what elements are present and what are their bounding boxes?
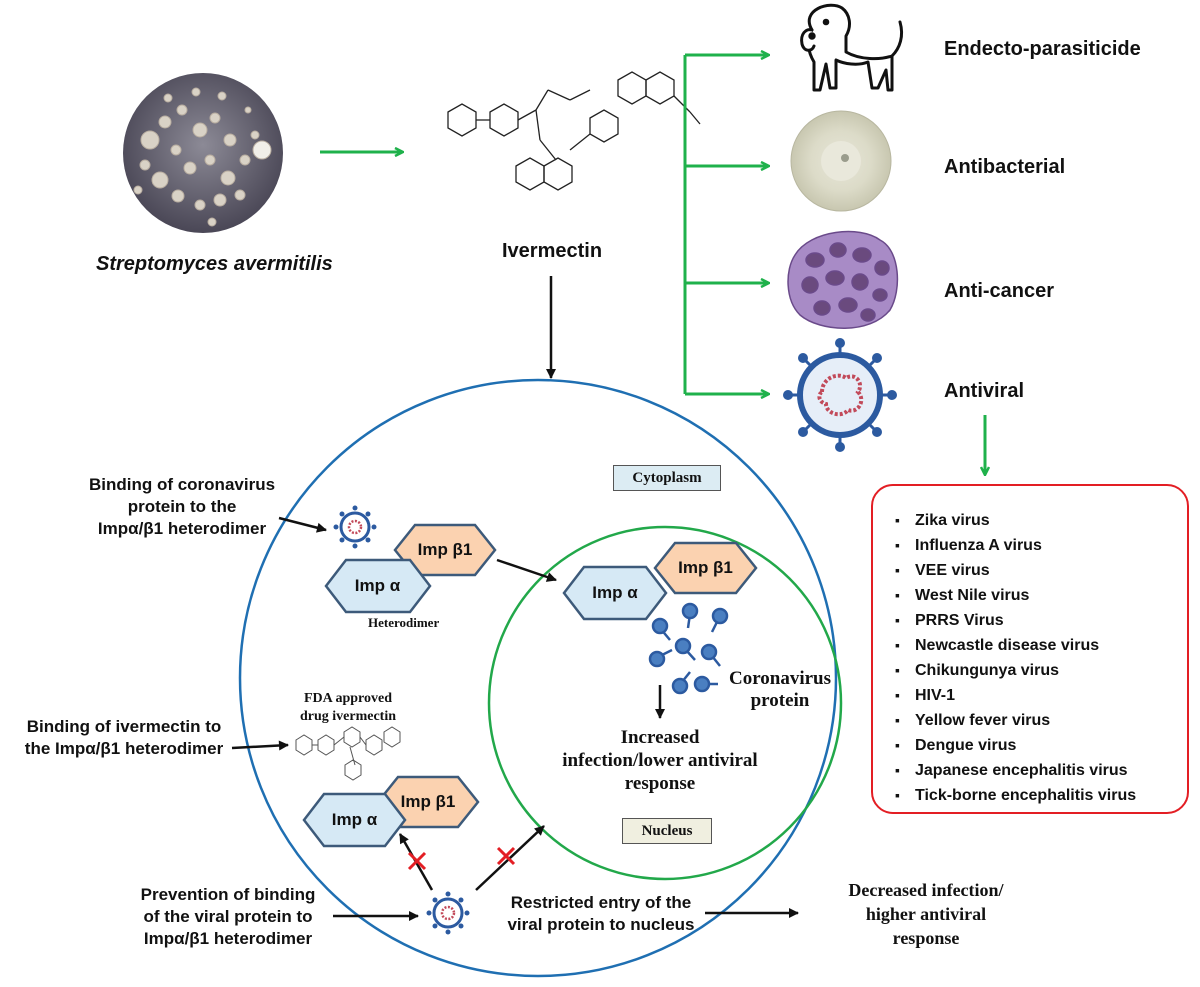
virus-list: Zika virus Influenza A virus VEE virus W… bbox=[895, 508, 1177, 808]
imp-alpha-hexagon-bottom bbox=[302, 792, 407, 848]
cancer-cells-icon bbox=[787, 230, 899, 329]
binding-corona-line2: protein to the bbox=[127, 497, 237, 516]
decreased-annotation: Decreased infection/ higher antiviral re… bbox=[812, 878, 1040, 950]
use-label-endecto: Endecto-parasiticide bbox=[944, 38, 1141, 60]
coronavirus-protein-line2: protein bbox=[750, 690, 810, 711]
coronavirus-protein-label: Coronavirus protein bbox=[718, 668, 842, 712]
list-item: HIV-1 bbox=[895, 683, 1177, 708]
imp-beta-label-bottom: Imp β1 bbox=[400, 792, 456, 811]
binding-iver-line1: Binding of ivermectin to bbox=[26, 717, 222, 736]
list-item: Tick-borne encephalitis virus bbox=[895, 783, 1177, 808]
prevention-annotation: Prevention of binding of the viral prote… bbox=[118, 884, 338, 950]
virus-list-box: Zika virus Influenza A virus VEE virus W… bbox=[871, 484, 1189, 814]
increased-infection-label: Increased infection/lower antiviral resp… bbox=[540, 726, 780, 795]
list-item: Chikungunya virus bbox=[895, 658, 1177, 683]
organism-label: Streptomyces avermitilis bbox=[96, 253, 333, 275]
list-item: Japanese encephalitis virus bbox=[895, 758, 1177, 783]
list-item: West Nile virus bbox=[895, 583, 1177, 608]
imp-alpha-hexagon bbox=[324, 558, 432, 614]
list-item: Zika virus bbox=[895, 508, 1177, 533]
uses-branch-connector bbox=[683, 55, 768, 394]
decreased-line1: Decreased infection/ bbox=[848, 880, 1004, 900]
list-item: Influenza A virus bbox=[895, 533, 1177, 558]
cell-membrane bbox=[238, 378, 838, 978]
arrow-heterodimer-to-nucleus bbox=[496, 558, 557, 582]
restricted-annotation: Restricted entry of the viral protein to… bbox=[496, 892, 706, 936]
imp-alpha-hexagon-nucleus bbox=[562, 565, 668, 621]
nucleus-label: Nucleus bbox=[622, 818, 712, 844]
coronavirus-protein-line1: Coronavirus bbox=[728, 668, 832, 689]
ivermectin-structure-icon bbox=[447, 71, 701, 191]
imp-beta-label-top: Imp β1 bbox=[417, 540, 473, 559]
binding-corona-annotation: Binding of coronavirus protein to the Im… bbox=[62, 474, 302, 540]
arrow-binding-corona bbox=[278, 516, 327, 533]
imp-beta-label-nucleus: Imp β1 bbox=[678, 558, 733, 577]
drug-label: Ivermectin bbox=[502, 240, 603, 262]
block-x-icon-2 bbox=[496, 846, 516, 866]
imp-alpha-label-bottom: Imp α bbox=[331, 810, 378, 829]
decreased-line2: higher antiviral bbox=[865, 904, 987, 924]
imp-beta-hexagon-nucleus bbox=[653, 541, 758, 595]
cytoplasm-label: Cytoplasm bbox=[613, 465, 721, 491]
list-item: Dengue virus bbox=[895, 733, 1177, 758]
prevention-line3: Impα/β1 heterodimer bbox=[143, 929, 313, 948]
heterodimer-label: Heterodimer bbox=[368, 615, 440, 630]
block-x-icon bbox=[407, 851, 427, 871]
list-item: VEE virus bbox=[895, 558, 1177, 583]
virus-icon bbox=[783, 338, 897, 452]
increased-line2: infection/lower antiviral bbox=[562, 750, 758, 771]
prevention-line2: of the viral protein to bbox=[143, 907, 313, 926]
increased-line1: Increased bbox=[620, 727, 700, 748]
ivermectin-small-structure-icon bbox=[295, 726, 401, 781]
arrow-binding-ivermectin bbox=[231, 740, 289, 751]
prevention-line1: Prevention of binding bbox=[140, 885, 316, 904]
list-item: Newcastle disease virus bbox=[895, 633, 1177, 658]
binding-corona-line1: Binding of coronavirus bbox=[88, 475, 276, 494]
fda-label-line2: drug ivermectin bbox=[299, 709, 397, 724]
agar-plate-icon bbox=[790, 110, 892, 212]
binding-corona-line3: Impα/β1 heterodimer bbox=[97, 519, 267, 538]
decreased-line3: response bbox=[892, 928, 960, 948]
restricted-line2: viral protein to nucleus bbox=[507, 915, 695, 934]
use-label-anticancer: Anti-cancer bbox=[944, 280, 1055, 302]
restricted-line1: Restricted entry of the bbox=[510, 893, 692, 912]
coronavirus-protein-icon bbox=[648, 602, 729, 695]
streptomyces-plate-icon bbox=[123, 73, 283, 233]
use-label-antibacterial: Antibacterial bbox=[944, 156, 1066, 178]
use-label-antiviral: Antiviral bbox=[944, 380, 1025, 402]
list-item: PRRS Virus bbox=[895, 608, 1177, 633]
fda-label-line1: FDA approved bbox=[303, 691, 393, 706]
increased-line3: response bbox=[624, 773, 696, 794]
binding-iver-line2: the Impα/β1 heterodimer bbox=[24, 739, 224, 758]
blocked-virus-icon bbox=[426, 891, 470, 935]
binding-ivermectin-annotation: Binding of ivermectin to the Impα/β1 het… bbox=[4, 716, 244, 760]
dog-icon bbox=[800, 3, 904, 92]
nucleus-membrane bbox=[487, 525, 843, 881]
list-item: Yellow fever virus bbox=[895, 708, 1177, 733]
imp-alpha-label-nucleus: Imp α bbox=[592, 583, 638, 602]
heterodimer-top bbox=[324, 523, 497, 614]
fda-label: FDA approved drug ivermectin bbox=[288, 690, 408, 726]
small-virus-icon bbox=[333, 505, 377, 549]
imp-alpha-label-top: Imp α bbox=[354, 576, 401, 595]
